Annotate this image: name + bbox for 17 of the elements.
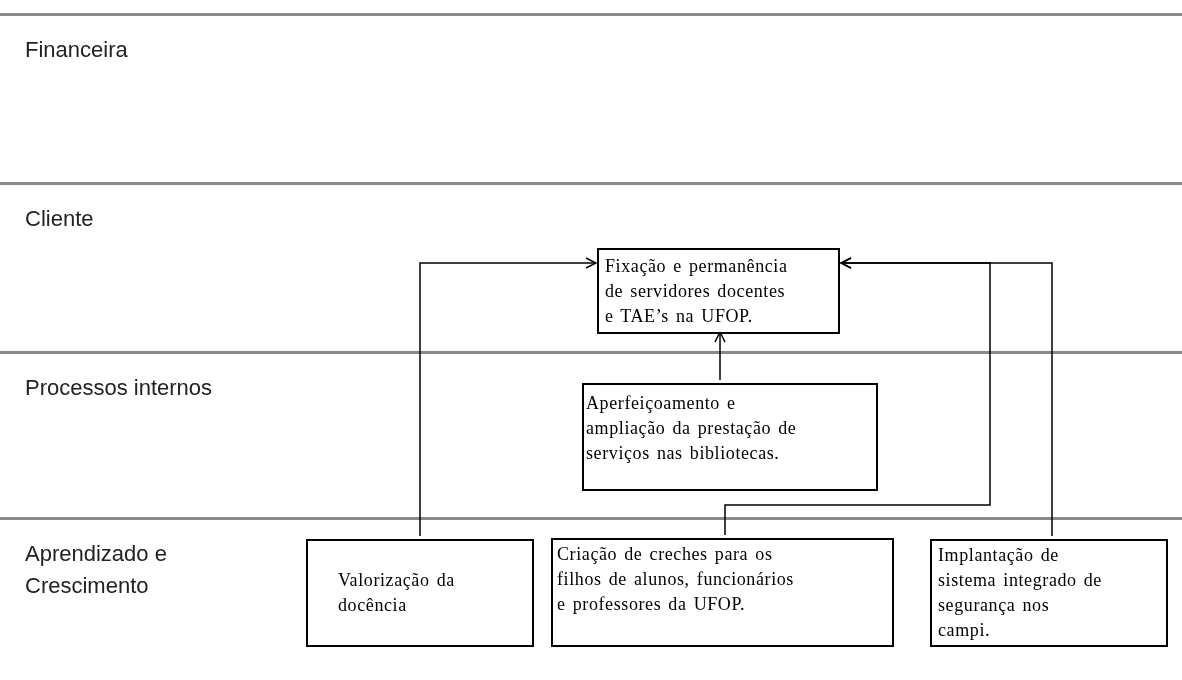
box-text: Valorização da docência (338, 569, 456, 617)
process-box (306, 539, 534, 647)
band-label: Aprendizado e Crescimento (25, 540, 168, 600)
band-label: Processos internos (25, 374, 214, 402)
box-text: Fixação e permanência de servidores docentes e TAE’s na UFOP. (605, 255, 789, 328)
box-text: Aperfeiçoamento e ampliação da prestação de serviços nas bibliotecas. (586, 392, 798, 465)
box-text: Implantação de sistema integrado de segurança nos campi. (938, 544, 1103, 642)
process-box (597, 248, 840, 334)
arrow (714, 331, 726, 381)
process-box (930, 539, 1168, 647)
arrow (840, 257, 1053, 537)
process-box (582, 383, 878, 491)
box-text: Criação de creches para os filhos de alunos, funcionários e professores da UFOP. (557, 543, 795, 616)
band-label: Cliente (25, 205, 95, 233)
band-label: Financeira (25, 36, 129, 64)
arrow (419, 257, 597, 537)
process-box (551, 538, 894, 647)
